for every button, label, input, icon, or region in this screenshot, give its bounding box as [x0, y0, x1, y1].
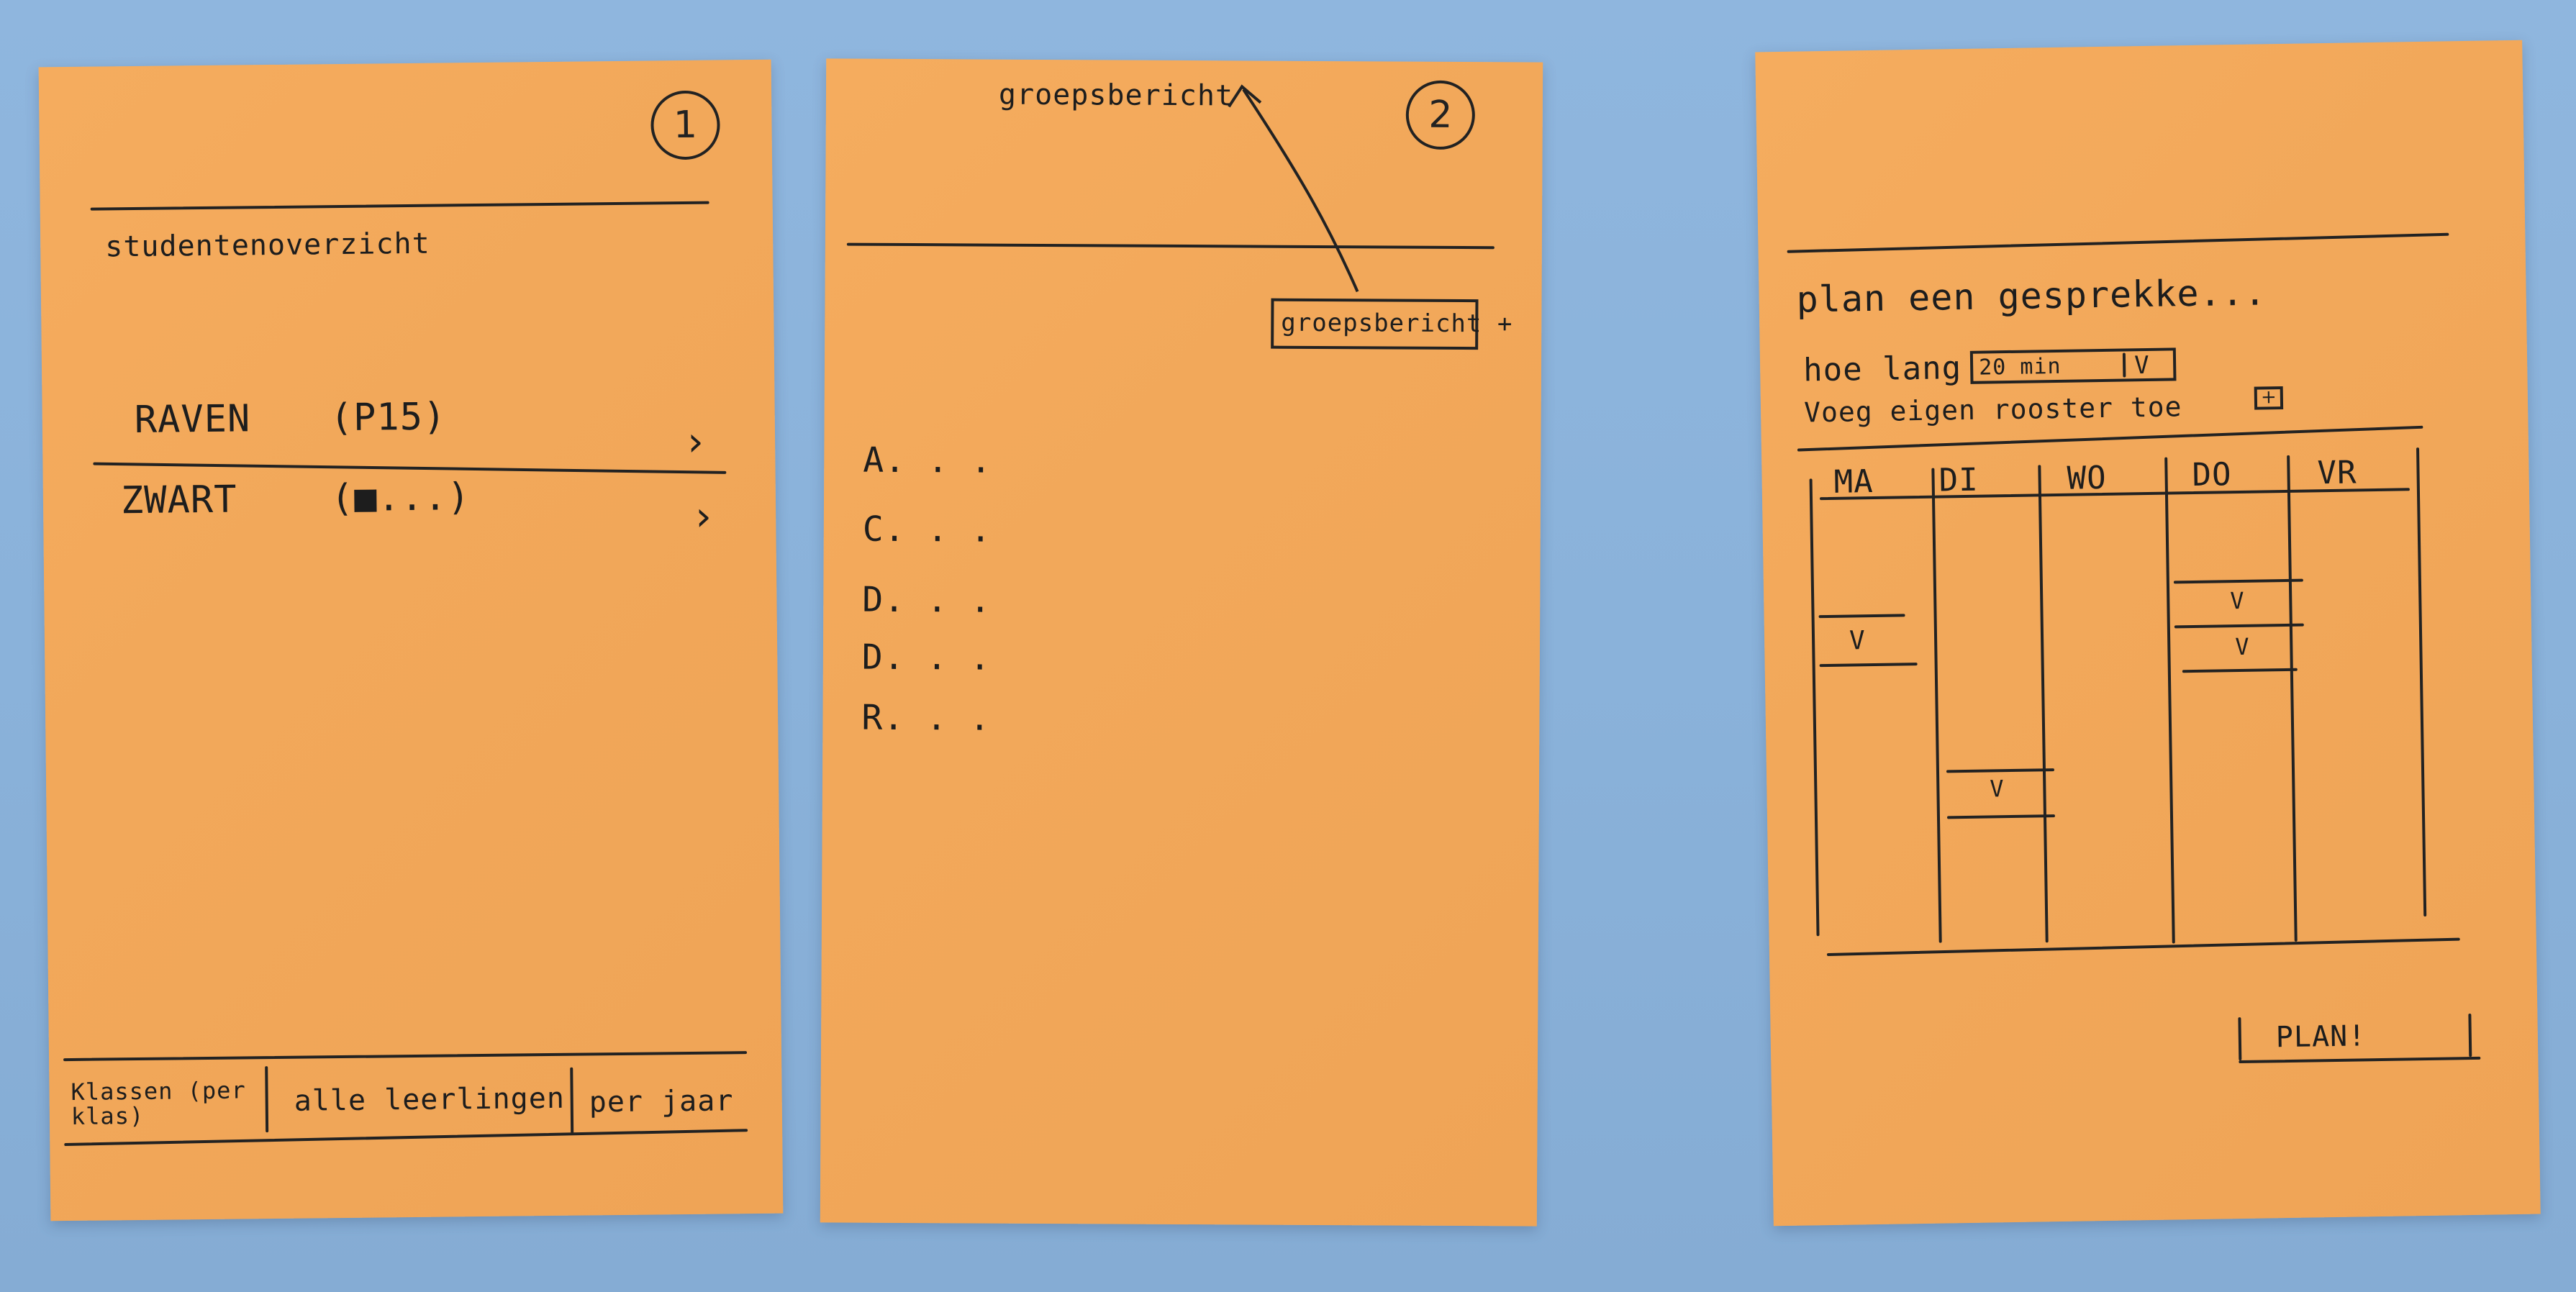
tab-alle-leerlingen[interactable]: alle leerlingen — [294, 1081, 566, 1118]
sheet-number-badge: 1 — [650, 90, 721, 160]
duration-label: hoe lang — [1802, 350, 1962, 389]
chevron-right-icon: › — [682, 418, 709, 466]
add-schedule-label: Voeg eigen rooster toe — [1803, 391, 2182, 429]
select-separator — [2122, 352, 2126, 378]
tab-per-jaar[interactable]: per jaar — [589, 1084, 734, 1119]
header-divider — [1787, 232, 2449, 253]
student-detail: (■...) — [330, 476, 471, 521]
day-header-vr: VR — [2317, 454, 2357, 492]
group-message-button[interactable]: groepsbericht + — [1271, 298, 1513, 350]
grid-column-line — [2038, 465, 2049, 943]
list-item[interactable]: C. . . — [862, 509, 992, 550]
slot-top-line — [1818, 614, 1905, 619]
header-divider — [90, 201, 709, 211]
list-item[interactable]: A. . . — [863, 440, 992, 481]
grid-bottom-line — [1826, 937, 2460, 957]
day-header-di: DI — [1938, 461, 1979, 499]
plan-button-label: PLAN! — [2275, 1019, 2367, 1055]
tab-klassen[interactable]: Klassen (per klas) — [71, 1076, 246, 1130]
student-row[interactable]: ZWART (■...) › — [39, 60, 771, 540]
slot-bottom-line — [1946, 814, 2056, 819]
chevron-right-icon: › — [690, 493, 717, 540]
arrow-annotation-icon — [1228, 84, 1359, 293]
duration-select[interactable]: 20 min V — [1969, 347, 2177, 384]
student-name: RAVEN — [134, 397, 251, 442]
page-title: plan een gesprekke... — [1796, 271, 2267, 321]
checkmark-icon: V — [1849, 626, 1867, 656]
button-bracket-right — [2468, 1014, 2472, 1057]
group-message-button-label: groepsbericht + — [1281, 308, 1513, 339]
checkmark-icon: V — [1990, 775, 2005, 803]
row-divider — [93, 462, 727, 474]
time-slot[interactable]: V V — [1755, 40, 2522, 673]
slot-bottom-line — [2182, 668, 2298, 673]
tab-separator — [570, 1067, 574, 1134]
grid-column-line — [2416, 447, 2427, 917]
tabbar-top-divider — [63, 1051, 748, 1062]
time-slot[interactable]: V — [1755, 40, 2522, 668]
button-underline — [2239, 1056, 2481, 1064]
tabbar-bottom-divider — [64, 1129, 748, 1147]
slot-top-line — [1946, 768, 2055, 773]
slot-top-line — [2173, 578, 2303, 584]
checkmark-icon: V — [2235, 632, 2250, 661]
sketch-sheet-2: groepsbericht 2 groepsbericht + A. . . C… — [820, 58, 1543, 1227]
day-header-do: DO — [2192, 456, 2232, 494]
page-title: studentenoverzicht — [105, 227, 430, 264]
time-slot[interactable]: V — [1755, 40, 2522, 819]
grid-column-line — [2287, 455, 2298, 942]
slot-mid-line — [2174, 623, 2304, 629]
student-detail: (P15) — [330, 395, 447, 440]
grid-column-line — [2164, 457, 2175, 944]
student-row[interactable]: RAVEN (P15) › — [39, 60, 771, 465]
sketch-sheet-1: 1 studentenoverzicht RAVEN (P15) › ZWART… — [38, 59, 784, 1222]
tab-separator — [265, 1066, 269, 1133]
grid-column-line — [1809, 478, 1820, 937]
grid-top-line — [1797, 425, 2423, 452]
duration-value: 20 min — [1978, 353, 2062, 381]
checkmark-icon: V — [2230, 586, 2245, 615]
list-item[interactable]: R. . . — [861, 697, 991, 739]
sketch-sheet-3: plan een gesprekke... hoe lang 20 min V … — [1755, 40, 2541, 1227]
day-header-ma: MA — [1833, 463, 1874, 501]
calendar-grid: MA DI WO DO VR V V V V — [1755, 40, 2522, 957]
plan-button[interactable]: PLAN! — [2238, 1014, 2483, 1068]
add-schedule-button[interactable]: + — [2254, 386, 2284, 410]
list-item[interactable]: D. . . — [861, 637, 992, 678]
chevron-down-icon: V — [2133, 350, 2150, 381]
grid-column-line — [1931, 468, 1942, 943]
student-name: ZWART — [120, 478, 237, 523]
day-header-wo: WO — [2067, 459, 2107, 497]
button-bracket-left — [2238, 1017, 2242, 1061]
list-item[interactable]: D. . . — [862, 579, 992, 621]
slot-bottom-line — [1819, 663, 1918, 668]
